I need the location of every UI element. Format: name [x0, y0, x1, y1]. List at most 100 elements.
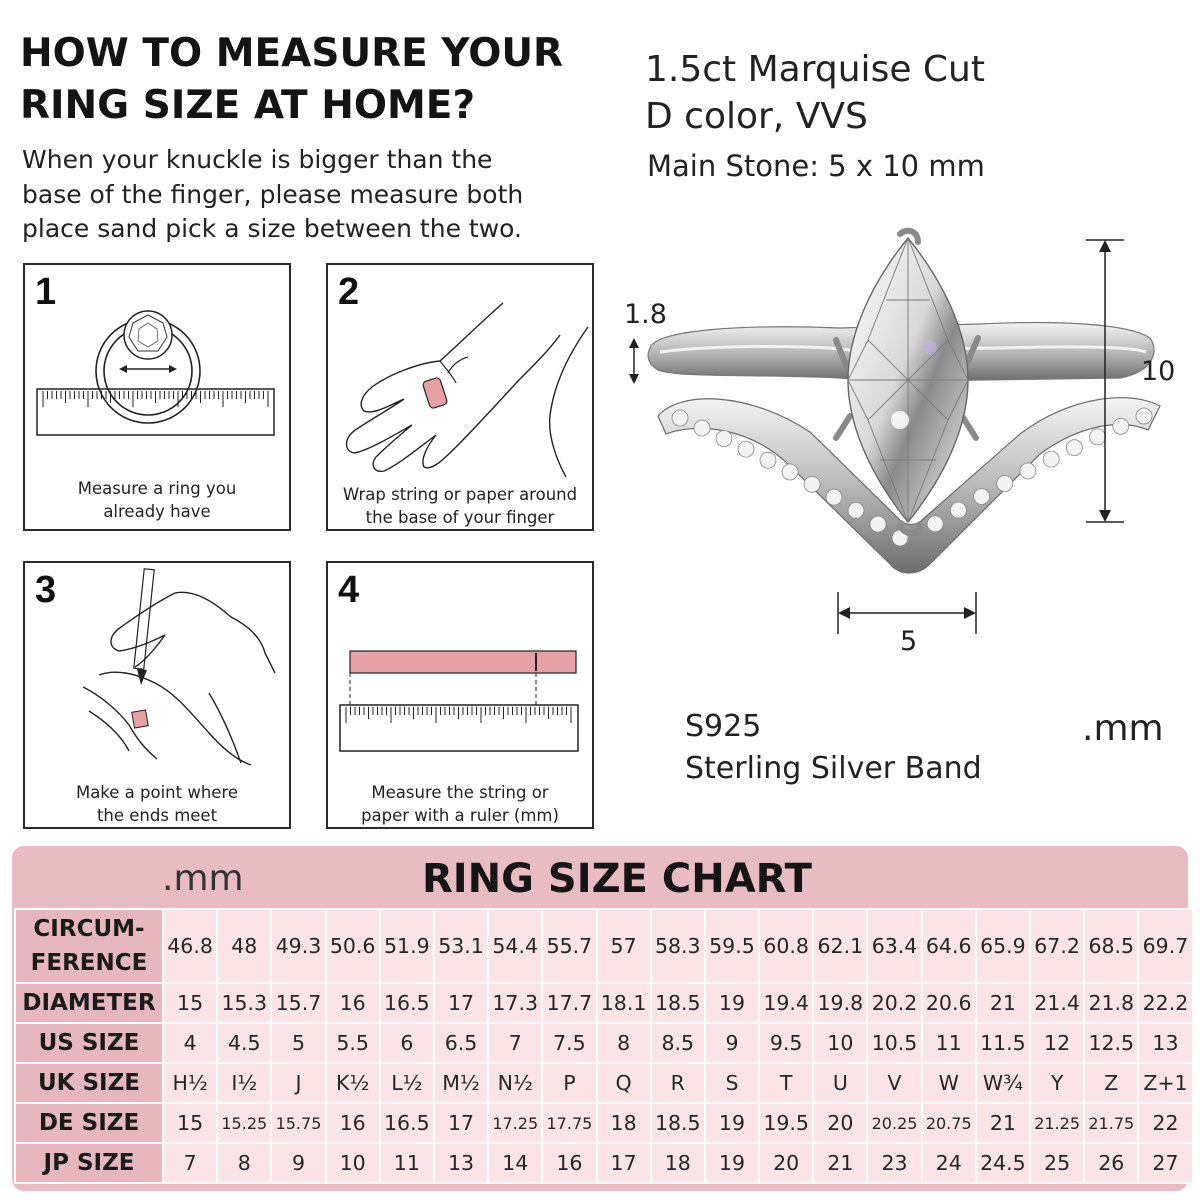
- stone-cut: 1.5ct Marquise Cut: [645, 49, 985, 90]
- size-cell: 19: [703, 1102, 761, 1144]
- ring-product-image: 1.8 10 5: [600, 220, 1200, 700]
- material-info: S925 Sterling Silver Band: [685, 706, 982, 790]
- size-cell: 22.2: [1137, 982, 1194, 1024]
- size-cell: 5: [270, 1022, 327, 1064]
- hand-with-string-illustration: [345, 302, 589, 478]
- row-header: US SIZE: [14, 1022, 164, 1064]
- stone-width-label: 5: [900, 626, 917, 657]
- size-cell: 17.7: [541, 982, 598, 1024]
- size-cell: 19: [703, 982, 761, 1024]
- size-cell: 19.5: [758, 1102, 815, 1144]
- size-cell: 64.6: [920, 908, 977, 984]
- ring-on-ruler-illustration: [36, 310, 275, 436]
- step-3-panel: 3 Make a point where the ends meet: [23, 561, 291, 829]
- size-cell: 19.8: [812, 982, 869, 1024]
- size-cell: 7: [487, 1022, 544, 1064]
- size-cell: 48: [216, 908, 273, 984]
- size-cell: 21: [812, 1142, 869, 1184]
- size-cell: 17: [432, 982, 490, 1024]
- size-cell: Z: [1083, 1062, 1140, 1104]
- size-cell: 50.6: [324, 908, 381, 984]
- size-cell: 9: [703, 1022, 761, 1064]
- size-cell: 12.5: [1083, 1022, 1140, 1064]
- size-cell: V: [866, 1062, 923, 1104]
- caption-line: paper with a ruler (mm): [361, 806, 559, 825]
- intro-line-3: place sand pick a size between the two.: [22, 214, 522, 243]
- size-cell: 10: [324, 1142, 381, 1184]
- size-cell: J: [270, 1062, 327, 1104]
- size-cell: 17.75: [541, 1102, 598, 1144]
- size-cell: 27: [1137, 1142, 1194, 1184]
- step-number: 1: [35, 271, 57, 313]
- size-cell: 17.3: [487, 982, 544, 1024]
- size-cell: Y: [1028, 1062, 1086, 1104]
- stone-spec: 1.5ct Marquise Cut D color, VVS: [645, 46, 985, 140]
- main-stone-size: Main Stone: 5 x 10 mm: [647, 149, 985, 183]
- size-cell: 16: [324, 1102, 381, 1144]
- size-cell: 5.5: [324, 1022, 381, 1064]
- size-cell: M½: [432, 1062, 490, 1104]
- size-cell: 8: [216, 1142, 273, 1184]
- size-cell: 15.25: [216, 1102, 273, 1144]
- caption-line: Make a point where: [75, 783, 239, 802]
- size-cell: 69.7: [1137, 908, 1194, 984]
- size-cell: 26: [1083, 1142, 1140, 1184]
- size-cell: 21.75: [1083, 1102, 1140, 1144]
- caption-line: Measure the string or: [371, 783, 549, 802]
- size-cell: 23: [866, 1142, 923, 1184]
- size-cell: 21.4: [1028, 982, 1086, 1024]
- caption-line: Wrap string or paper around: [342, 485, 578, 504]
- size-cell: I½: [216, 1062, 273, 1104]
- size-cell: 24.5: [974, 1142, 1032, 1184]
- size-cell: 16: [324, 982, 381, 1024]
- size-cell: 21: [974, 982, 1032, 1024]
- size-cell: 16.5: [378, 1102, 435, 1144]
- caption-line: already have: [103, 502, 211, 521]
- size-cell: 17: [595, 1142, 652, 1184]
- step-1-panel: 1 Measure a ring you already have: [23, 263, 291, 531]
- marquise-ring-illustration: 1.8 10 5: [624, 227, 1175, 657]
- string-on-ruler-illustration: [339, 650, 579, 752]
- chart-title: RING SIZE CHART: [422, 856, 812, 902]
- row-header: JP SIZE: [14, 1142, 164, 1184]
- size-cell: W: [920, 1062, 977, 1104]
- size-cell: 16.5: [378, 982, 435, 1024]
- size-cell: 20.75: [920, 1102, 977, 1144]
- step-number: 3: [35, 569, 57, 611]
- size-cell: 9: [270, 1142, 327, 1184]
- size-cell: 7: [161, 1142, 219, 1184]
- row-header: CIRCUM-FERENCE: [14, 908, 164, 984]
- size-cell: 13: [1137, 1022, 1194, 1064]
- size-cell: 24: [920, 1142, 977, 1184]
- size-cell: 51.9: [378, 908, 435, 984]
- size-cell: 13: [432, 1142, 490, 1184]
- size-cell: 62.1: [812, 908, 869, 984]
- step-2-panel: 2 Wrap string or paper around the base o…: [326, 263, 594, 531]
- size-cell: 21.8: [1083, 982, 1140, 1024]
- size-cell: 63.4: [866, 908, 923, 984]
- size-cell: 16: [541, 1142, 598, 1184]
- size-cell: W¾: [974, 1062, 1032, 1104]
- size-cell: 65.9: [974, 908, 1032, 984]
- size-cell: 11.5: [974, 1022, 1032, 1064]
- size-cell: K½: [324, 1062, 381, 1104]
- size-cell: 8: [595, 1022, 652, 1064]
- size-cell: H½: [161, 1062, 219, 1104]
- size-cell: 22: [1137, 1102, 1194, 1144]
- row-header: DIAMETER: [14, 982, 164, 1024]
- size-cell: 15.3: [216, 982, 273, 1024]
- size-cell: 18.5: [649, 1102, 706, 1144]
- band-height-label: 1.8: [624, 299, 667, 330]
- caption-line: the base of your finger: [365, 508, 555, 527]
- size-cell: 17.25: [487, 1102, 544, 1144]
- caption-line: the ends meet: [96, 806, 218, 825]
- size-cell: 9.5: [758, 1022, 815, 1064]
- size-cell: 18.5: [649, 982, 706, 1024]
- size-cell: 7.5: [541, 1022, 598, 1064]
- chart-unit: .mm: [162, 858, 244, 899]
